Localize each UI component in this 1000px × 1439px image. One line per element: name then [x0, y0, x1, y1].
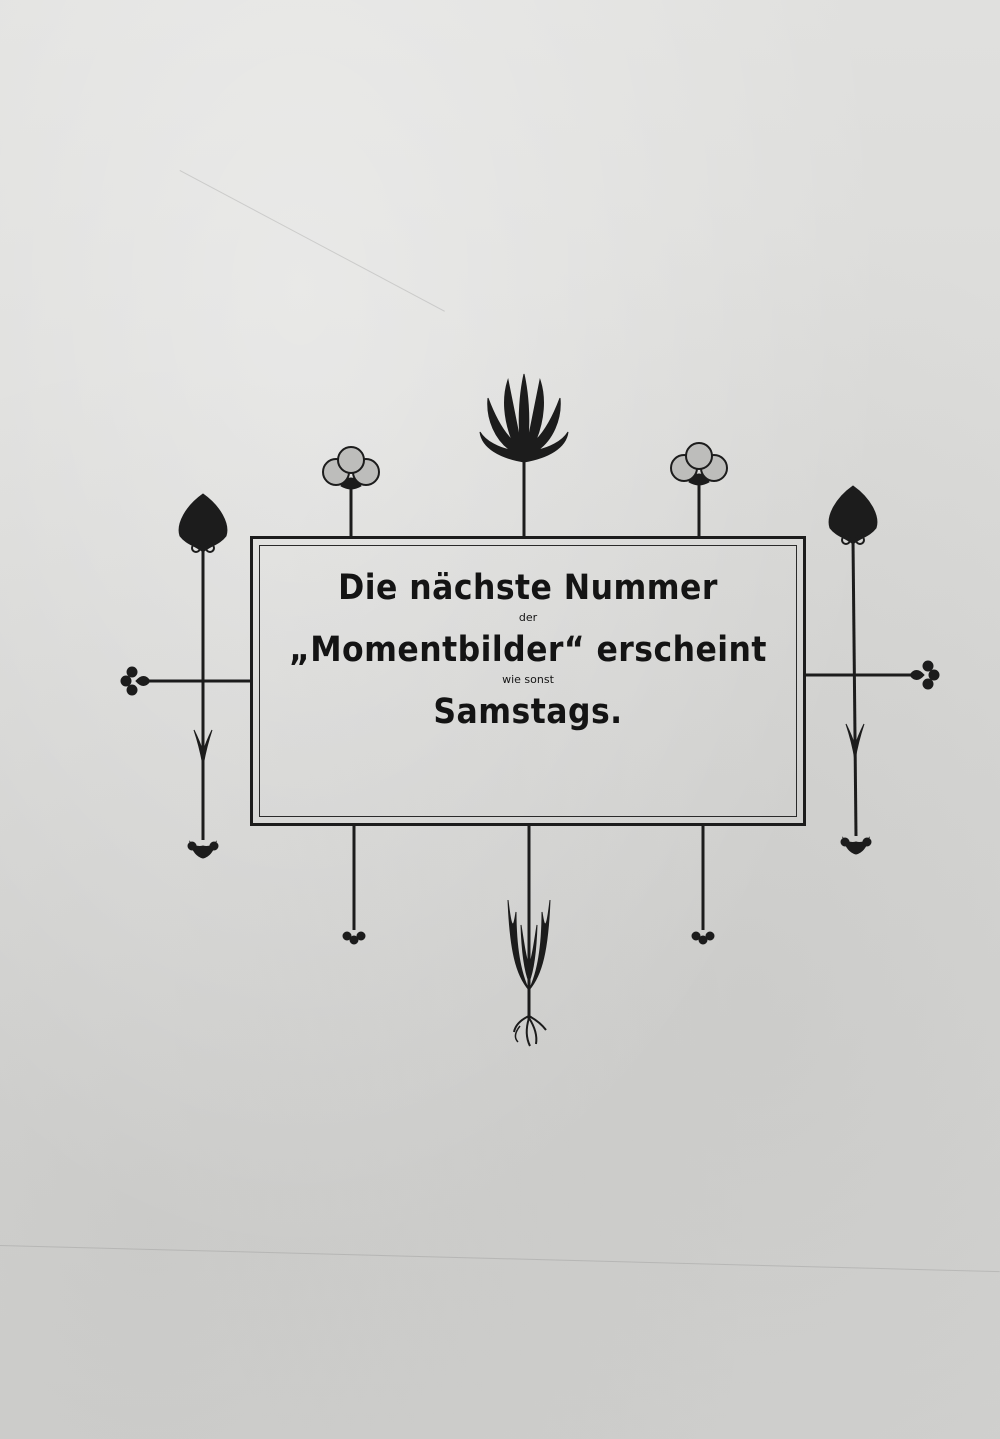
- carnation-ornament: [670, 442, 728, 536]
- notice-frame: Die nächste Nummer der „Momentbilder“ er…: [250, 536, 806, 826]
- trefoil-stem: [691, 826, 715, 945]
- palmette-stem-right: [828, 485, 878, 855]
- notice-publication: „Momentbilder“ erscheint: [289, 630, 767, 670]
- tulip-root-ornament: [507, 826, 551, 1047]
- notice-text: Die nächste Nummer der „Momentbilder“ er…: [253, 567, 803, 733]
- notice-day: Samstags.: [433, 692, 623, 732]
- palmette-stem-left: [178, 493, 228, 859]
- flame-ornament: [479, 373, 569, 536]
- side-arm-right: [806, 660, 940, 690]
- notice-connector: der: [518, 611, 538, 624]
- notice-heading: Die nächste Nummer: [338, 568, 718, 608]
- carnation-ornament: [322, 446, 380, 536]
- notice-inner-frame: [259, 545, 797, 817]
- notice-connector: wie sonst: [502, 673, 554, 686]
- trefoil-stem: [342, 826, 366, 945]
- side-arm-left: [120, 666, 250, 696]
